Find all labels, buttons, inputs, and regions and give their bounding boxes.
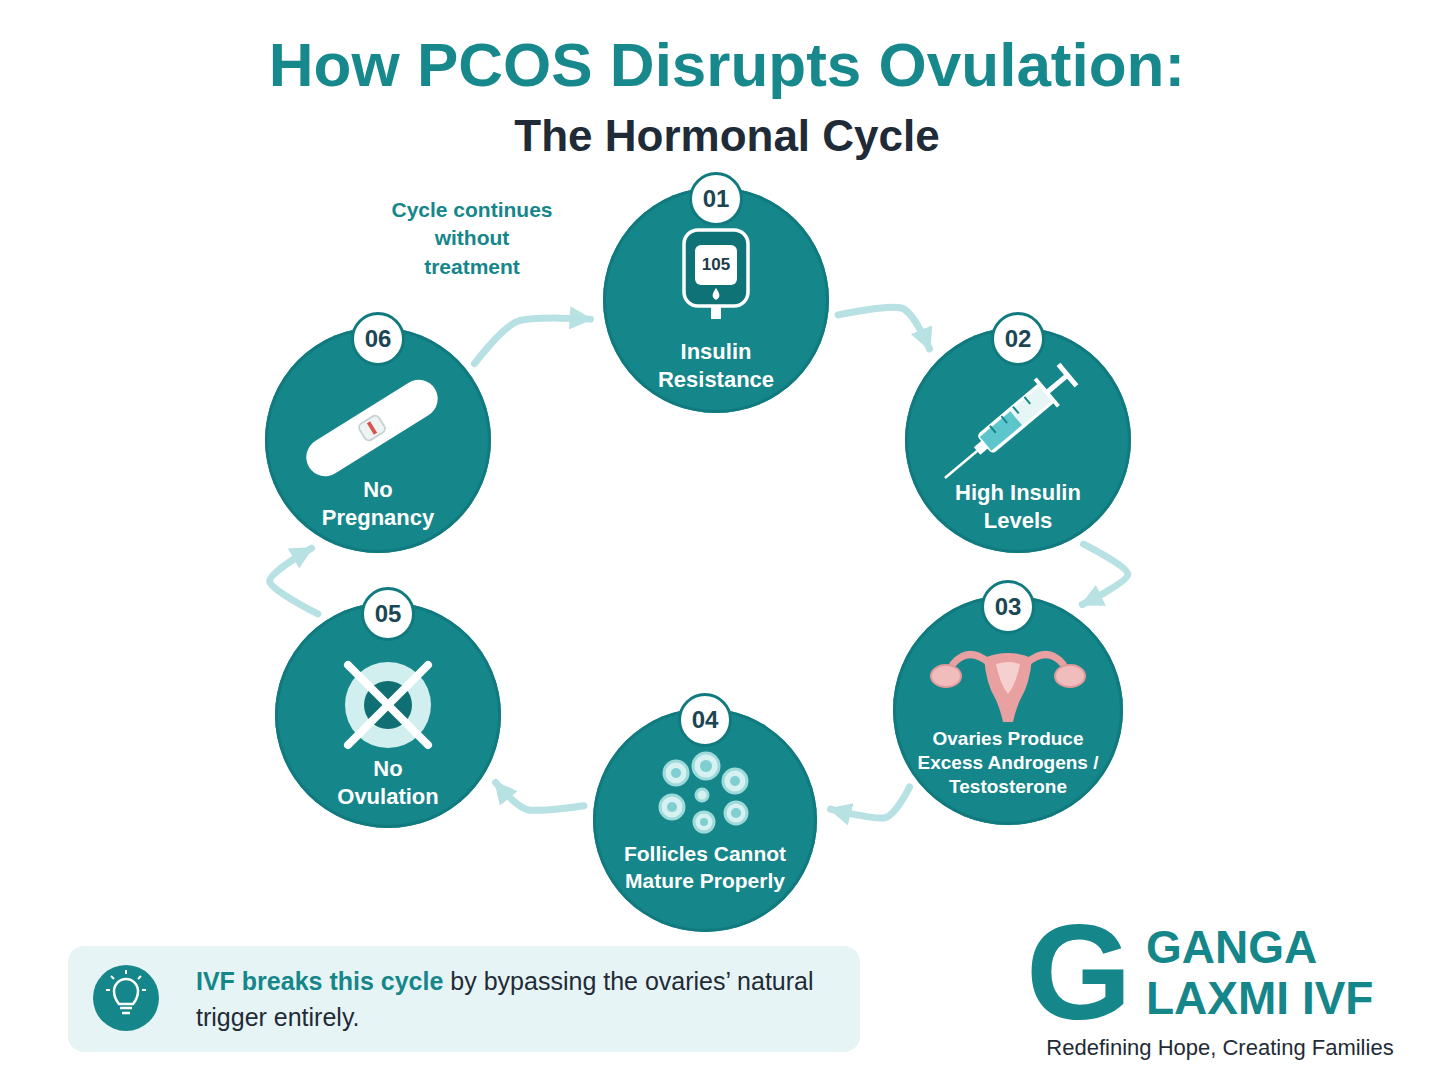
step-number: 02 bbox=[991, 312, 1045, 366]
follicle-cluster-icon bbox=[660, 753, 747, 832]
step-circle: 01Insulin Resistance bbox=[603, 187, 829, 413]
step-circle: 05No Ovulation bbox=[275, 602, 501, 828]
cycle-arrow bbox=[496, 782, 584, 810]
cycle-arrow bbox=[838, 307, 929, 349]
step-number: 05 bbox=[361, 587, 415, 641]
syringe-icon bbox=[933, 361, 1079, 491]
logo-name: GANGA LAXMI IVF bbox=[1146, 922, 1408, 1023]
cycle-arrow bbox=[1082, 544, 1128, 604]
step-number: 06 bbox=[351, 312, 405, 366]
step-circle: 03Ovaries Produce Excess Androgens / Tes… bbox=[893, 595, 1123, 825]
cycle-arrow bbox=[474, 318, 590, 364]
edge-label: Cycle continues without treatment bbox=[387, 196, 557, 281]
title: How PCOS Disrupts Ovulation: bbox=[11, 34, 1443, 96]
logo-tagline: Redefining Hope, Creating Families bbox=[997, 1035, 1443, 1061]
uterus-icon bbox=[931, 653, 1085, 722]
logo-name-holder: GANGA LAXMI IVF bbox=[1146, 922, 1408, 1023]
logo-mark-holder: G bbox=[1026, 904, 1132, 1040]
step-label: No Ovulation bbox=[328, 755, 448, 811]
cycle-arrow bbox=[270, 548, 318, 614]
lightbulb-icon bbox=[93, 965, 159, 1031]
step-label: High Insulin Levels bbox=[933, 479, 1103, 535]
title-holder: How PCOS Disrupts Ovulation: bbox=[11, 34, 1443, 96]
step-number: 01 bbox=[689, 172, 743, 226]
meter-reading-holder: 105 bbox=[695, 245, 737, 285]
step-label: Insulin Resistance bbox=[636, 338, 796, 394]
edge-label-holder: Cycle continues without treatment bbox=[387, 196, 557, 281]
step-number: 04 bbox=[678, 693, 732, 747]
follicle-cores bbox=[667, 760, 741, 826]
step-circle: 06No Pregnancy bbox=[265, 327, 491, 553]
cycle-arrow bbox=[831, 787, 910, 818]
step-circle: 04Follicles Cannot Mature Properly bbox=[593, 708, 817, 932]
pregnancy-test-icon bbox=[299, 373, 445, 484]
step-label: No Pregnancy bbox=[313, 476, 443, 532]
callout-text: IVF breaks this cycleby bypassing the ov… bbox=[196, 963, 836, 1035]
crossed-egg-icon bbox=[345, 662, 431, 748]
step-circle: 02High Insulin Levels bbox=[905, 327, 1131, 553]
callout-lead: IVF breaks this cycle bbox=[196, 967, 443, 995]
step-number: 03 bbox=[981, 580, 1035, 634]
logo-tagline-holder: Redefining Hope, Creating Families bbox=[997, 1035, 1443, 1061]
meter-reading: 105 bbox=[695, 245, 737, 285]
subtitle-holder: The Hormonal Cycle bbox=[11, 110, 1443, 163]
step-label: Ovaries Produce Excess Androgens / Testo… bbox=[903, 727, 1113, 799]
logo-mark: G bbox=[1026, 904, 1132, 1040]
callout-box: IVF breaks this cycleby bypassing the ov… bbox=[68, 946, 860, 1052]
step-label: Follicles Cannot Mature Properly bbox=[615, 841, 795, 894]
subtitle: The Hormonal Cycle bbox=[11, 110, 1443, 163]
glucose-meter-icon bbox=[684, 230, 748, 319]
